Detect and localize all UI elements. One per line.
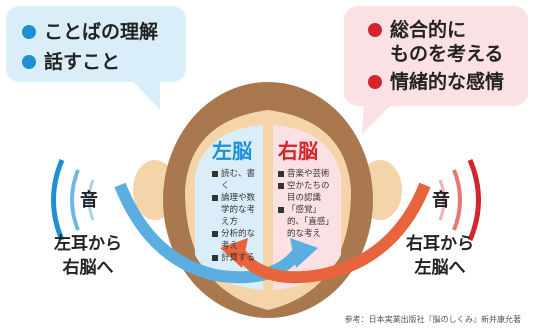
left-speech-bubble (6, 6, 186, 82)
left-brain-title: 左脳 (212, 139, 252, 163)
right-sound-wave-icon (452, 169, 462, 231)
left-sound-label: 音 (80, 190, 98, 211)
left-sound-wave-icon (51, 159, 65, 241)
right-speech-bubble (344, 6, 528, 106)
right-sound-wave-icon (438, 179, 446, 221)
list-item: 音楽や芸術 (278, 168, 332, 180)
left-to-right-arrow (114, 182, 305, 284)
right-bubble-tail (362, 100, 396, 134)
left-sound-wave-icon (87, 179, 95, 221)
right-sound-wave-icon (467, 159, 481, 241)
source-caption: 参考：日本実業出版社『脳のしくみ』新井康允著 (344, 315, 521, 324)
right-brain-panel: 右脳 音楽や芸術 空かたちの目の認識 「感覚」的、「直感」的な考え (278, 135, 332, 240)
left-brain-panel: 左脳 読む、書く 論理や数学的な考え方 分析的な考え 計算する (212, 135, 262, 264)
list-item: 読む、書く (212, 168, 262, 192)
red-bullet-icon (368, 75, 382, 89)
left-ear-caption: 左耳から 右脳へ (54, 234, 122, 278)
list-item: 空かたちの目の認識 (278, 180, 332, 204)
left-sound-wave-icon (70, 169, 80, 231)
list-item: 計算する (212, 252, 262, 264)
blue-bullet-icon (22, 55, 36, 69)
right-brain-list: 音楽や芸術 空かたちの目の認識 「感覚」的、「直感」的な考え (278, 168, 332, 240)
arrow-head-icon (220, 238, 248, 268)
left-brain-shape (195, 125, 263, 290)
red-bullet-icon (368, 23, 382, 37)
right-bubble-item: 総合的に ものを考える (368, 18, 504, 66)
right-to-left-arrow (232, 182, 431, 284)
left-bubble-item: 話すこと (22, 50, 158, 74)
list-item: 「感覚」的、「直感」的な考え (278, 204, 332, 240)
list-item: 分析的な考え (212, 228, 262, 252)
right-ear-caption: 右耳から 左脳へ (406, 234, 474, 278)
right-brain-title: 右脳 (278, 139, 318, 163)
right-brain-shape (273, 125, 341, 290)
left-bubble-item: ことばの理解 (22, 20, 158, 44)
right-bubble-item: 情緒的な感情 (368, 70, 504, 94)
left-brain-list: 読む、書く 論理や数学的な考え方 分析的な考え 計算する (212, 168, 262, 264)
right-sound-label: 音 (432, 190, 450, 211)
left-bubble-list: ことばの理解 話すこと (22, 20, 158, 74)
left-bubble-tail (128, 76, 160, 110)
list-item: 論理や数学的な考え方 (212, 192, 262, 228)
right-bubble-list: 総合的に ものを考える 情緒的な感情 (368, 18, 504, 94)
arrow-head-icon (290, 238, 318, 268)
blue-bullet-icon (22, 25, 36, 39)
